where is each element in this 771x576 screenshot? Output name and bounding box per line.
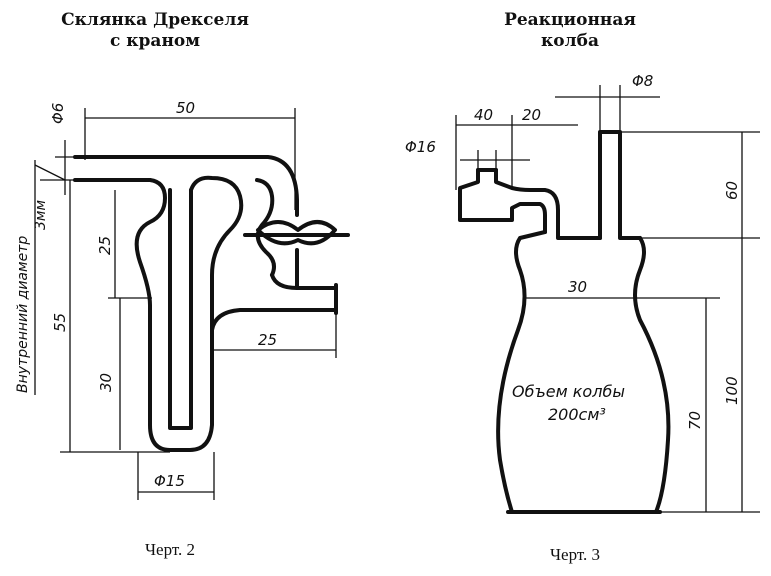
dim-100-text: 100 [723,376,741,405]
dim-60-text: 60 [723,181,741,200]
dim-30-text: 30 [97,373,115,392]
dim-d8-text: Φ8 [632,72,653,90]
volume-line2: 200см³ [548,405,606,424]
figure2-title-line2: колба [541,31,599,51]
dim-70-text: 70 [686,411,704,430]
dim-50-text: 50 [176,99,195,117]
left-bulb-wall [134,178,214,452]
note-line2: 3мм [33,200,49,230]
figure2-title-line1: Реакционная [504,10,636,30]
figure2-caption: Черт. 3 [550,545,601,564]
reaction-flask-drawing: Φ8 40 20 Φ16 60 30 100 70 Объем колбы 20… [405,72,760,514]
dim-40-text: 40 [474,106,493,124]
side-arm-bulb [458,168,547,234]
side-arm-upper [494,168,602,240]
outlet-tube-upper [295,248,338,290]
outlet-tube-lower [210,308,338,332]
dim-d6-text: Φ6 [49,103,67,124]
note-leader-tick [34,164,66,181]
volume-line1: Объем колбы [512,382,625,401]
neck-tube [598,130,642,240]
figure2-title: Реакционная колба [470,10,670,52]
stopcock-body [256,220,337,246]
dim-20-text: 20 [522,106,541,124]
right-bulb-wall [189,175,244,332]
inner-tube [168,188,193,430]
dim-55-text: 55 [51,313,69,332]
dim-d16-text: Φ16 [405,138,436,156]
drechsel-bottle-drawing: 50 Φ6 25 55 30 25 Φ15 Внутренний диаметр… [15,99,350,500]
figure1-title: Склянка Дрекселя с краном [40,10,270,52]
lower-connection [270,273,299,290]
dim-d15-text: Φ15 [154,472,185,490]
inlet-tube-top-wall [73,155,299,217]
figure1-title-line1: Склянка Дрекселя [61,10,249,30]
dim-25-right-text: 25 [258,331,277,349]
note-line1: Внутренний диаметр [15,236,31,393]
dim-30-text: 30 [568,278,587,296]
flask-body [496,230,671,514]
figure1-title-line2: с краном [110,31,200,51]
dim-25-top-text: 25 [96,236,114,255]
figure1-caption: Черт. 2 [145,540,196,559]
